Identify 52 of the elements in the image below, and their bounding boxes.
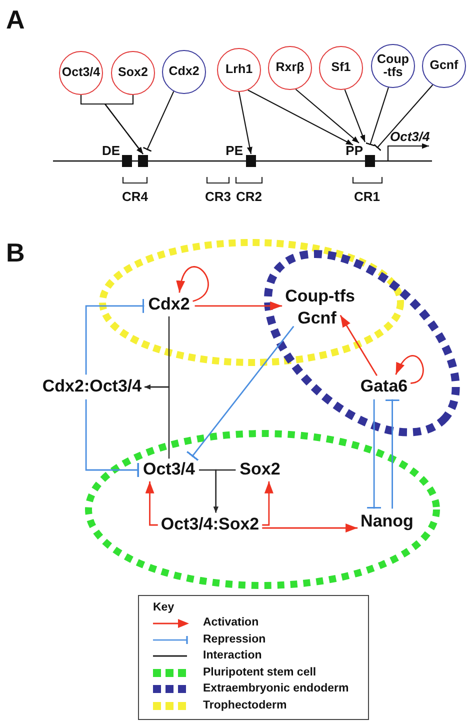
panel-label: A	[6, 6, 25, 34]
arrow	[262, 481, 274, 526]
loop-arrow	[395, 355, 424, 384]
gene-label: Sox2	[240, 460, 280, 480]
element-block	[365, 155, 375, 167]
legend-label: Pluripotent stem cell	[203, 666, 316, 680]
gene-circle: Oct3/4	[59, 51, 103, 95]
legend-label: Trophectoderm	[203, 700, 287, 712]
element-block	[138, 155, 148, 167]
loop-arrow	[177, 266, 209, 302]
element-label: DE	[102, 144, 120, 158]
gene-label: Nanog	[360, 512, 414, 532]
arrow	[104, 95, 144, 154]
region-label: CR4	[122, 190, 148, 204]
arrow	[340, 314, 378, 376]
gene-circle: Gcnf	[422, 44, 466, 88]
arrow	[248, 90, 354, 146]
gene-label: Gcnf	[298, 310, 336, 328]
element-block	[246, 155, 256, 167]
gene-label: Oct3/4	[390, 130, 430, 144]
arrow	[344, 89, 366, 142]
arrow	[238, 92, 252, 154]
gene-label: Gata6	[360, 378, 408, 396]
gene-circle: Coup -tfs	[371, 44, 415, 88]
arrow	[194, 301, 282, 310]
region-label: CR3	[205, 190, 231, 204]
gene-circle: Cdx2	[162, 50, 206, 94]
gene-circle: Lrh1	[217, 48, 261, 92]
element-block	[122, 155, 132, 167]
arrow	[145, 481, 158, 526]
panel-label: B	[6, 238, 25, 268]
legend-label: Repression	[203, 633, 266, 646]
complex-label: Oct3/4:Sox2	[160, 516, 260, 534]
gene-circle: Rxrβ	[268, 46, 312, 90]
legend-label: Interaction	[203, 650, 262, 662]
gene-circle: Sox2	[111, 51, 155, 95]
arrow	[144, 384, 170, 459]
arrow	[295, 88, 360, 144]
element-label: PP	[346, 144, 363, 158]
gene-label: Oct3/4	[143, 460, 195, 480]
region-label: CR1	[354, 190, 380, 204]
complex-label: Cdx2:Oct3/4	[42, 378, 142, 396]
gene-label: Cdx2	[148, 296, 190, 314]
region-label: CR2	[236, 190, 262, 204]
legend-title: Key	[153, 602, 174, 614]
legend-label: Extraembryonic endoderm	[203, 683, 349, 696]
arrow	[262, 524, 358, 532]
arrow	[213, 469, 236, 513]
element-label: PE	[226, 144, 243, 158]
gene-label: Coup-tfs	[285, 288, 355, 306]
gene-circle: Sf1	[319, 46, 363, 90]
legend-label: Activation	[203, 616, 259, 630]
